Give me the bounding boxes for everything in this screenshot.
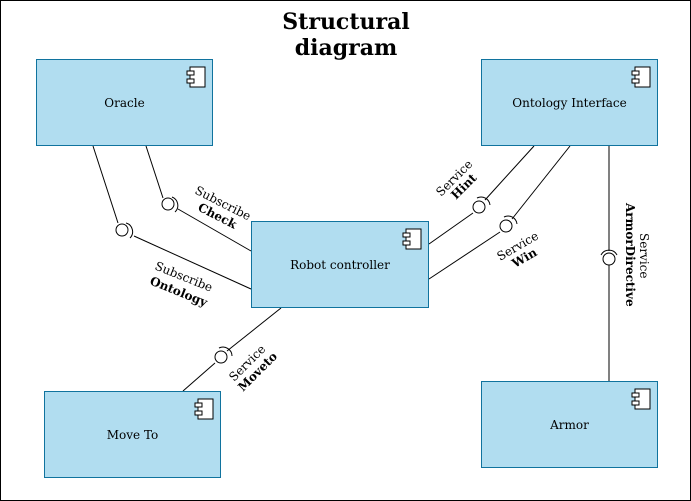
moveto-connection[interactable]: Service Moveto (182, 307, 282, 394)
armor-directive-name-label: ArmorDirective (623, 202, 637, 307)
armor-directive-type-label: Service (637, 233, 651, 279)
ontology-interface-component[interactable]: Ontology Interface (481, 59, 658, 146)
robot-controller-label: Robot controller (290, 257, 390, 272)
armor-label: Armor (550, 417, 589, 432)
armor-component[interactable]: Armor (481, 381, 658, 468)
diagram-title: Structural diagram (282, 9, 410, 61)
uml-component-icon (631, 388, 651, 410)
oracle-component[interactable]: Oracle (36, 59, 213, 146)
ontology-interface-label: Ontology Interface (512, 95, 627, 110)
oracle-label: Oracle (104, 95, 145, 110)
uml-component-icon (186, 66, 206, 88)
move-to-component[interactable]: Move To (44, 391, 221, 478)
hint-connection[interactable]: Service Hint (428, 145, 535, 245)
uml-component-icon (194, 398, 214, 420)
move-to-label: Move To (106, 427, 159, 442)
win-connection[interactable]: Service Win (428, 145, 571, 280)
uml-component-icon (631, 66, 651, 88)
armor-directive-connection[interactable]: Service ArmorDirective (600, 146, 651, 381)
check-connection[interactable]: Subscribe Check (145, 145, 253, 252)
uml-component-icon (402, 228, 422, 250)
robot-controller-component[interactable]: Robot controller (251, 221, 429, 308)
